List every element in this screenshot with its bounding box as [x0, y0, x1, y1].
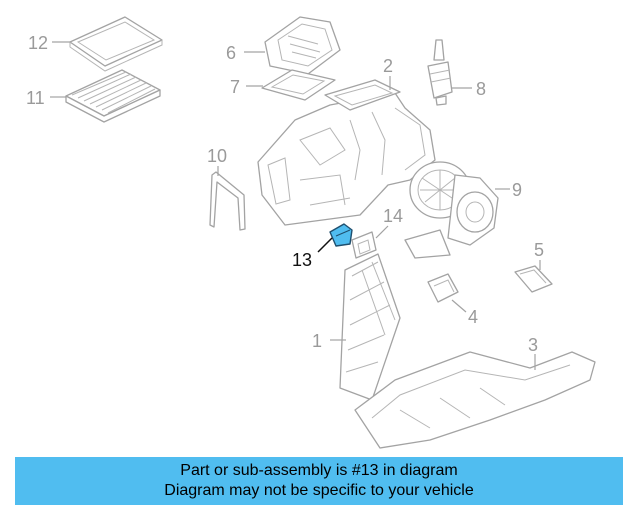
part-6-intake-housing [264, 16, 341, 75]
callout-5: 5 [534, 240, 544, 260]
part-5-connector [514, 265, 553, 293]
callout-14: 14 [383, 206, 403, 226]
parts-diagram: 12 11 6 7 8 2 [26, 16, 596, 449]
callout-11: 11 [26, 88, 45, 108]
banner-line-1: Part or sub-assembly is #13 in diagram [180, 462, 458, 479]
part-12-filter-frame [69, 16, 163, 72]
info-banner: Part or sub-assembly is #13 in diagram D… [15, 457, 623, 505]
part-10-clip [209, 171, 246, 231]
callout-10: 10 [207, 146, 227, 166]
callout-6: 6 [226, 43, 236, 63]
part-4-resistor [427, 273, 459, 303]
part-7-seal-gasket [261, 69, 336, 101]
callout-1: 1 [312, 331, 322, 351]
part-8-sensor [427, 39, 453, 106]
callout-3: 3 [528, 335, 538, 355]
callout-4: 4 [468, 307, 478, 327]
callout-8: 8 [476, 79, 486, 99]
callout-13: 13 [292, 250, 312, 270]
callout-2: 2 [383, 56, 393, 76]
part-1-heater-core [339, 253, 401, 401]
part-3-floor-duct [354, 351, 596, 449]
part-11-cabin-filter [65, 69, 161, 123]
banner-line-2: Diagram may not be specific to your vehi… [164, 482, 474, 499]
part-14-bracket [351, 231, 377, 259]
callout-7: 7 [230, 77, 240, 97]
part-13-highlighted [329, 223, 353, 247]
part-2-heater-housing [257, 79, 436, 226]
part-9-blower-motor [404, 161, 499, 259]
callout-12: 12 [28, 33, 48, 53]
callout-9: 9 [512, 180, 522, 200]
